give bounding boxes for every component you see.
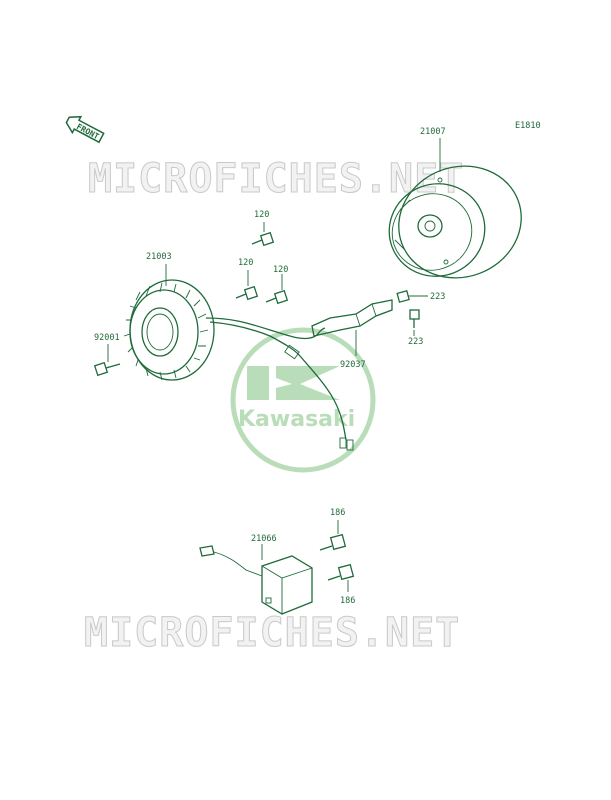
stator-coil [123,279,215,381]
bolt-120-b [235,270,259,301]
callout-bolt-left: 92001 [94,333,120,343]
wire-harness [209,321,347,441]
watermark-bottom: MICROFICHES.NET [84,610,460,656]
callout-flywheel: 21007 [420,127,446,137]
front-arrow-icon: FRONT [65,115,105,144]
bolt-120-a [251,222,275,247]
callout-bolt-stator-2: 120 [238,258,253,268]
kawasaki-logo: Kawasaki [230,327,376,473]
bolt-186-bottom [327,563,355,592]
callout-regulator: 21066 [251,534,277,544]
clamp-bracket [311,299,393,337]
bolt-223-bottom [409,309,420,336]
diagram-code: E1810 [515,121,541,131]
bolt-223-top [396,290,428,303]
callout-bolt-reg-top: 186 [330,508,345,518]
bolt-92001 [93,344,121,377]
callout-bolt-stator-1: 120 [254,210,269,220]
watermark-top: MICROFICHES.NET [88,156,464,202]
callout-bolt-clamp-top: 223 [430,292,445,302]
callout-stator: 21003 [146,252,172,262]
wire-to-clamp [205,317,326,340]
bolt-120-c [265,274,289,305]
callout-clamp: 92037 [340,360,366,370]
regulator-rectifier [199,545,313,615]
logo-text: Kawasaki [238,407,355,432]
callout-bolt-stator-3: 120 [273,265,288,275]
callout-bolt-reg-bottom: 186 [340,596,355,606]
bolt-186-top [319,520,347,551]
flywheel-rotor [388,165,522,279]
callout-bolt-clamp-bottom: 223 [408,337,423,347]
